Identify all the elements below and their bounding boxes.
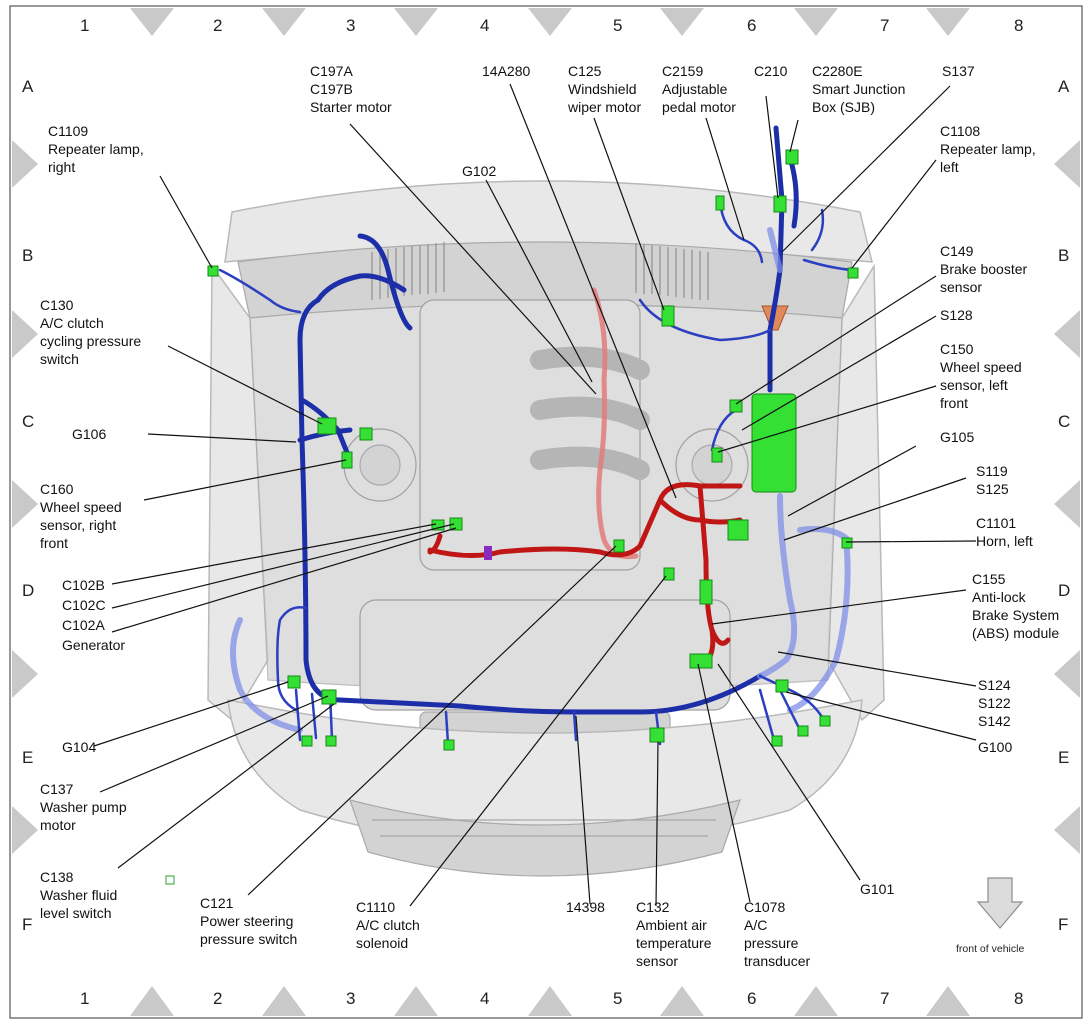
grid-col-8: 8 [1014,989,1023,1008]
connector-c1110 [663,567,675,581]
grid-col-5: 5 [613,989,622,1008]
connectors [165,149,859,885]
label-c1101: C1101 Horn, left [976,515,1033,549]
component-labels: C197A C197B Starter motor 14A280 C125 Wi… [40,63,1063,969]
connector-c1109 [207,265,219,277]
connector-c155 [699,579,713,605]
label-s119-s125: S119 S125 [976,463,1012,497]
grid-col-7: 7 [880,16,889,35]
diagram-frame [9,5,1083,1019]
intake-runners [530,346,650,480]
grid-columns-top: 1 2 3 4 5 6 7 8 [80,16,1023,35]
label-g105: G105 [940,429,974,445]
label-14398: 14398 [566,899,605,915]
grid-row-f: F [22,915,32,934]
front-of-vehicle-indicator: front of vehicle [956,877,1024,955]
grid-row-e: E [1058,748,1069,767]
grid-rows-right: A B C D E F [1058,77,1070,934]
grid-col-4: 4 [480,989,489,1008]
label-14a280: 14A280 [482,63,530,79]
grid-row-a: A [1058,77,1070,96]
grid-markers [12,8,1080,1016]
connector-c137 [321,689,337,705]
label-g104: G104 [62,739,96,755]
label-c1108: C1108 Repeater lamp, left [940,123,1040,175]
grid-row-f: F [1058,915,1068,934]
cowl-slats [371,242,709,300]
connector-c2159 [715,195,725,211]
grid-row-b: B [22,246,33,265]
label-c2280e: C2280E Smart Junction Box (SJB) [812,63,909,115]
connector-c1101 [841,537,853,549]
harness-engine-top [591,287,639,560]
label-c155: C155 Anti-lock Brake System (ABS) module [972,571,1063,641]
label-g106: G106 [72,426,106,442]
label-c138: C138 Washer fluid level switch [40,869,121,921]
connector-c121 [613,539,625,553]
wiring-harnesses [218,125,854,746]
connector-c149 [729,399,743,413]
grid-row-a: A [22,77,34,96]
connector-c1108 [847,267,859,279]
grid-row-c: C [1058,412,1070,431]
label-c137: C137 Washer pump motor [40,781,131,833]
label-c210: C210 [754,63,788,79]
front-of-vehicle-label: front of vehicle [956,943,1024,955]
label-c1078: C1078 A/C pressure transducer [744,899,810,969]
label-c132: C132 Ambient air temperature sensor [636,899,715,969]
grid-col-1: 1 [80,989,89,1008]
down-arrow-icon [976,877,1024,929]
connector-c130 [317,417,337,435]
connector-c132 [649,727,665,743]
label-c1110: C1110 A/C clutch solenoid [356,899,424,951]
label-g102: G102 [462,163,496,179]
label-g101: G101 [860,881,894,897]
label-c197: C197A C197B Starter motor [310,63,392,115]
label-s124-s122-s142: S124 S122 S142 [978,677,1015,729]
label-s128: S128 [940,307,973,323]
connector-c2280e [785,149,799,165]
label-g100: G100 [978,739,1012,755]
grid-col-3: 3 [346,989,355,1008]
grid-col-6: 6 [747,989,756,1008]
grid-col-8: 8 [1014,16,1023,35]
label-c121: C121 Power steering pressure switch [200,895,297,947]
grid-row-d: D [1058,581,1070,600]
connector-c160 [341,451,353,469]
label-c149: C149 Brake booster sensor [940,243,1031,295]
grid-col-2: 2 [213,989,222,1008]
grid-col-3: 3 [346,16,355,35]
grid-col-6: 6 [747,16,756,35]
connector-c138 [165,875,175,885]
label-c160: C160 Wheel speed sensor, right front [40,481,126,551]
brake-booster [761,305,789,331]
label-s137: S137 [942,63,975,79]
abs-module-block [751,393,797,493]
grid-row-d: D [22,581,34,600]
label-c102-generator: C102B C102C C102A Generator [62,577,125,653]
radiator-support [359,599,731,711]
grid-col-5: 5 [613,16,622,35]
grid-row-e: E [22,748,33,767]
connector-c125 [661,305,675,327]
label-c2159: C2159 Adjustable pedal motor [662,63,736,115]
grid-columns-bottom: 1 2 3 4 5 6 7 8 [80,989,1023,1008]
connector-c150 [711,447,723,463]
label-c150: C150 Wheel speed sensor, left front [940,341,1026,411]
grid-rows-left: A B C D E F [22,77,34,934]
grid-col-4: 4 [480,16,489,35]
grid-col-1: 1 [80,16,89,35]
connector-c1078 [689,653,713,669]
leader-lines [93,83,977,907]
grid-row-c: C [22,412,34,431]
grid-col-2: 2 [213,16,222,35]
label-c130: C130 A/C clutch cycling pressure switch [40,297,145,367]
label-c125: C125 Windshield wiper motor [567,63,641,115]
label-c1109: C1109 Repeater lamp, right [48,123,148,175]
connector-c210 [773,195,787,213]
grid-col-7: 7 [880,989,889,1008]
grid-row-b: B [1058,246,1069,265]
